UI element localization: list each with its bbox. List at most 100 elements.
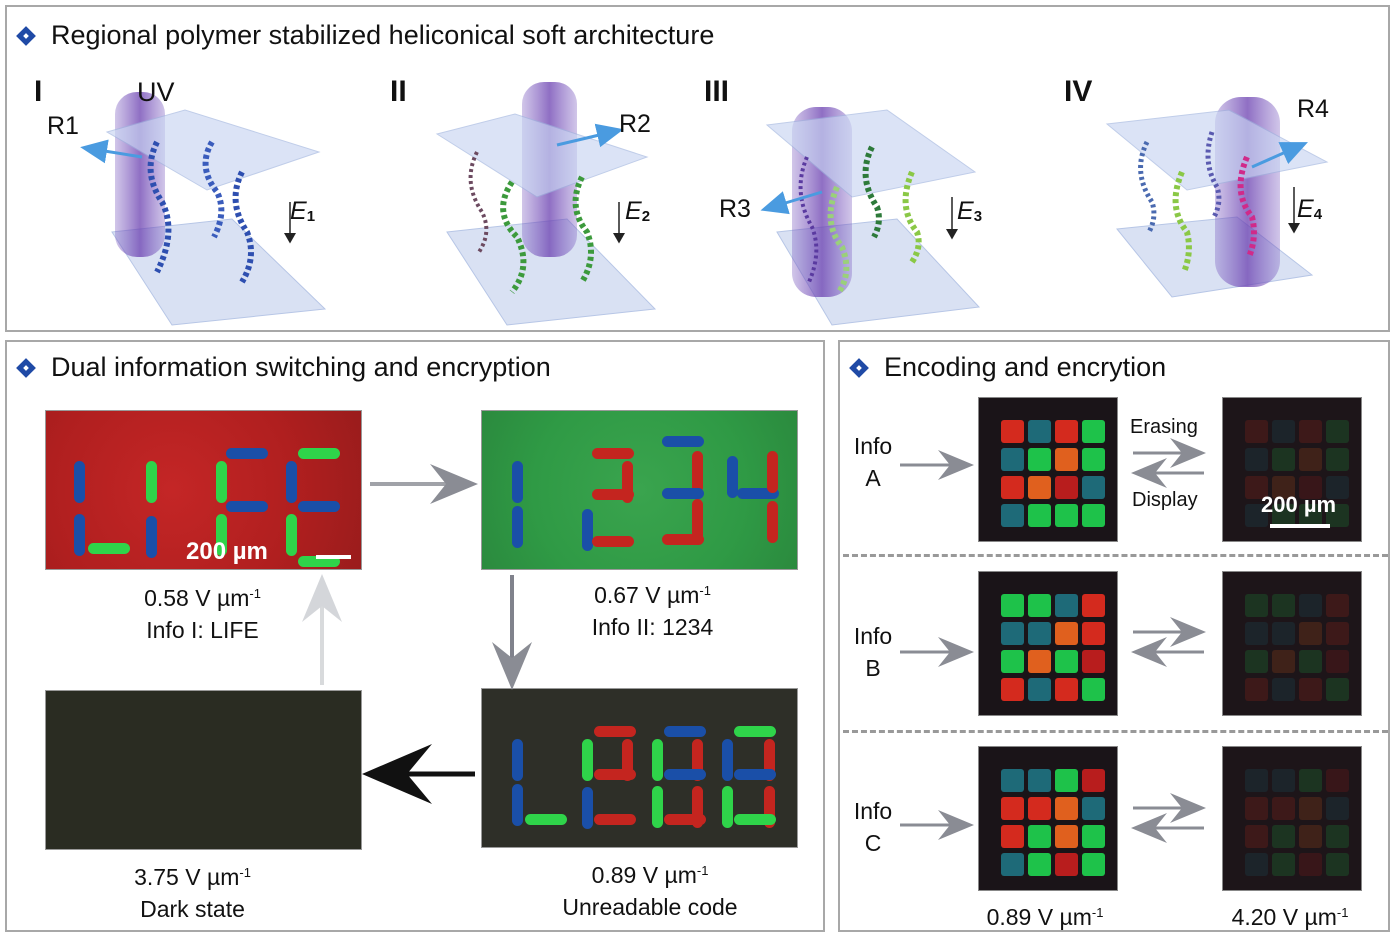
pixel-cell [1272, 650, 1295, 673]
helix-lightgreen [827, 185, 850, 294]
stage-label-2: II [390, 75, 407, 108]
pixel-cell [1272, 853, 1295, 876]
pixel-cell [1028, 650, 1051, 673]
pixel-cell [1326, 420, 1349, 443]
pixel-cell [1272, 825, 1295, 848]
region-label-r2: R2 [619, 110, 651, 138]
pixel-cell [1326, 650, 1349, 673]
segment [652, 786, 663, 828]
pixel-cell [1001, 448, 1024, 471]
pixel-cell [1001, 769, 1024, 792]
segment [734, 726, 776, 737]
pixel-cell [1245, 594, 1268, 617]
scale-bar [1270, 524, 1330, 528]
pixel-cell [1082, 650, 1105, 673]
pixel-cell [1272, 448, 1295, 471]
pixel-cell [1299, 797, 1322, 820]
pixel-cell [1299, 853, 1322, 876]
erasing-label: Erasing [1130, 416, 1198, 438]
pixel-cell [1028, 594, 1051, 617]
pixel-cell [1272, 476, 1295, 499]
pixel-cell [1028, 622, 1051, 645]
uv-label: UV [137, 77, 175, 107]
panel-title: Dual information switching and encryptio… [13, 352, 551, 383]
region-label-r1: R1 [47, 112, 79, 140]
pixel-cell [1082, 825, 1105, 848]
segment [664, 726, 706, 737]
micrograph-1234 [481, 410, 798, 570]
pixel-cell [1326, 678, 1349, 701]
segment [216, 514, 227, 556]
caption-life: 0.58 V µm-1 Info I: LIFE [144, 585, 261, 643]
pixel-cell [1001, 622, 1024, 645]
segment [767, 451, 778, 493]
pixel-cell [1245, 476, 1268, 499]
segment [582, 739, 593, 781]
pixel-grid-c-erased [1222, 746, 1362, 891]
pixel-cell [1028, 448, 1051, 471]
pixel-cell [1082, 476, 1105, 499]
pixel-cell [1326, 504, 1349, 527]
panel-title: Regional polymer stabilized heliconical … [13, 20, 714, 51]
pixel-cell [1272, 594, 1295, 617]
pixel-cell [1055, 678, 1078, 701]
pixel-cell [1299, 448, 1322, 471]
helix-blue [147, 140, 172, 274]
pixel-cell [1055, 594, 1078, 617]
segment [592, 448, 634, 459]
segment [298, 556, 340, 567]
region-label-r4: R4 [1297, 95, 1329, 123]
segment [512, 506, 523, 548]
segment [622, 461, 633, 503]
pixel-cell [1299, 650, 1322, 673]
pixel-cell [1055, 650, 1078, 673]
segment [692, 499, 703, 541]
pixel-cell [1028, 769, 1051, 792]
segment [664, 769, 706, 780]
top-glass-plate [765, 109, 977, 198]
top-glass-plate [105, 109, 321, 191]
segment [622, 739, 633, 781]
pixel-cell [1001, 825, 1024, 848]
stage-4-illustration [1105, 97, 1329, 298]
field-label-e3: E3 [957, 197, 983, 225]
helix-blue [1138, 140, 1157, 234]
pixel-cell [1299, 594, 1322, 617]
segment [298, 448, 340, 459]
micrograph-unreadable-code [481, 688, 798, 848]
pixel-cell [1055, 622, 1078, 645]
segment [226, 448, 268, 459]
stage-label-3: III [704, 75, 730, 108]
pixel-cell [1299, 504, 1322, 527]
scale-bar-label: 200 µm [1261, 492, 1337, 517]
panel-title-text: Regional polymer stabilized heliconical … [51, 20, 715, 50]
scale-bar [316, 555, 351, 559]
panel-title-text: Encoding and encrytion [884, 352, 1167, 382]
pixel-cell [1272, 504, 1295, 527]
pixel-cell [1082, 853, 1105, 876]
pixel-grid-a-display [978, 397, 1118, 542]
display-label: Display [1132, 489, 1198, 511]
pixel-cell [1245, 678, 1268, 701]
stage-3-illustration [760, 107, 981, 326]
pixel-cell [1082, 797, 1105, 820]
segment [652, 739, 663, 781]
segment [298, 501, 340, 512]
pixel-cell [1299, 678, 1322, 701]
top-glass-plate [435, 113, 649, 198]
segment [146, 516, 157, 558]
pixel-cell [1055, 420, 1078, 443]
pixel-cell [1028, 678, 1051, 701]
pixel-cell [1245, 650, 1268, 673]
top-glass-plate [1105, 109, 1329, 191]
helix-magenta [1237, 155, 1257, 259]
pixel-cell [1001, 420, 1024, 443]
stage-2-illustration [435, 82, 657, 326]
pixel-cell [1055, 769, 1078, 792]
pixel-cell [1055, 504, 1078, 527]
segment [582, 509, 593, 551]
pixel-cell [1001, 504, 1024, 527]
